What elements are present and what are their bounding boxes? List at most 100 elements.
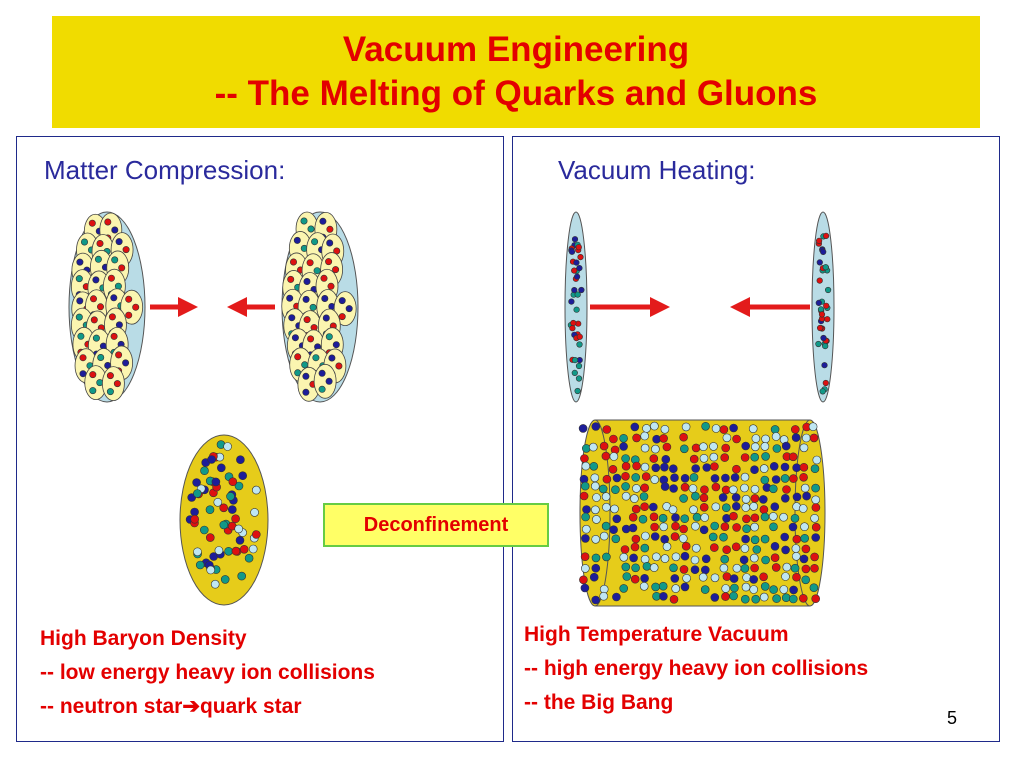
quark-dot xyxy=(700,565,710,575)
quark-dot xyxy=(801,575,811,585)
quark-dot xyxy=(710,593,720,602)
quark-dot xyxy=(824,316,831,323)
quark-dot xyxy=(125,295,133,303)
quark-dot xyxy=(660,554,670,563)
nucleus-left xyxy=(68,211,146,403)
quark-dot xyxy=(338,297,346,305)
quark-dot xyxy=(659,591,668,601)
quark-dot xyxy=(759,464,769,473)
quark-dot xyxy=(799,462,809,472)
quark-dot xyxy=(301,361,309,369)
quark-dot xyxy=(571,357,579,364)
quark-dot xyxy=(569,325,576,332)
quark-dot xyxy=(722,545,732,555)
quark-dot xyxy=(76,258,84,266)
quark-dot xyxy=(236,455,245,465)
quark-dot xyxy=(750,522,759,532)
quark-dot xyxy=(679,565,689,574)
quark-dot xyxy=(591,563,601,573)
quark-dot xyxy=(590,481,600,491)
quark-dot xyxy=(106,388,114,396)
quark-dot xyxy=(779,585,789,594)
quark-dot xyxy=(750,513,760,523)
quark-dot xyxy=(231,514,240,524)
quark-dot xyxy=(226,492,235,501)
quark-dot xyxy=(742,573,751,582)
quark-dot xyxy=(810,513,819,523)
quark-dot xyxy=(213,497,223,507)
quark-dot xyxy=(650,532,660,541)
high-temperature-vacuum-caption: High Temperature Vacuum -- high energy h… xyxy=(524,618,868,720)
quark-dot xyxy=(751,594,761,604)
quark-dot xyxy=(611,485,620,495)
quark-dot xyxy=(820,248,827,255)
quark-dot xyxy=(598,484,608,494)
quark-dot xyxy=(669,563,678,573)
quark-dot xyxy=(808,422,818,432)
quark-dot xyxy=(576,333,583,340)
quark-dot xyxy=(729,511,738,521)
quark-dot xyxy=(125,311,133,319)
quark-dot xyxy=(761,555,770,565)
caption-line: -- high energy heavy ion collisions xyxy=(524,657,869,680)
quark-dot xyxy=(582,505,591,514)
quark-dot xyxy=(591,553,601,563)
quark-dot xyxy=(75,275,83,283)
quark-dot xyxy=(781,441,791,451)
quark-dot xyxy=(302,388,310,396)
quark-dot xyxy=(760,512,770,522)
quark-dot xyxy=(680,482,690,492)
quark-dot xyxy=(621,482,630,491)
quark-dot xyxy=(602,552,611,562)
quark-dot xyxy=(750,442,760,452)
quark-dot xyxy=(574,387,581,395)
quark-dot xyxy=(731,493,741,502)
quark-dot xyxy=(740,564,750,573)
quark-dot xyxy=(670,574,680,583)
quark-dot xyxy=(680,582,690,592)
caption-text: -- neutron star xyxy=(40,695,183,718)
quark-dot xyxy=(701,421,710,431)
quark-dot xyxy=(210,579,220,589)
quark-dot xyxy=(732,563,742,573)
quark-dot xyxy=(648,502,658,512)
quark-dot xyxy=(631,504,641,514)
quark-dot xyxy=(801,564,811,574)
quark-dot xyxy=(688,484,698,493)
quark-dot xyxy=(193,489,202,498)
quark-dot xyxy=(132,303,140,311)
quark-dot xyxy=(759,505,769,514)
quark-dot xyxy=(338,313,346,321)
quark-dot xyxy=(671,513,680,522)
quark-dot xyxy=(780,462,790,472)
quark-dot xyxy=(780,532,790,542)
quark-dot xyxy=(77,332,85,340)
quark-dot xyxy=(699,525,709,535)
quark-dot xyxy=(750,563,759,573)
quark-dot xyxy=(768,512,778,521)
quark-dot xyxy=(800,483,810,493)
quark-dot xyxy=(237,571,246,581)
quark-dot xyxy=(682,573,691,583)
quark-dot xyxy=(327,282,335,290)
quark-dot xyxy=(571,287,578,294)
quark-dot xyxy=(780,474,790,483)
quark-dot xyxy=(580,583,590,593)
quark-dot xyxy=(823,302,830,309)
quark-dot xyxy=(610,504,619,514)
quark-dot xyxy=(822,379,829,387)
quark-dot xyxy=(809,433,819,443)
caption-line: High Baryon Density xyxy=(40,627,247,650)
quark-dot xyxy=(670,473,679,483)
quark-dot xyxy=(750,494,760,503)
quark-dot xyxy=(679,494,688,503)
quark-dot xyxy=(612,592,621,602)
quark-dot xyxy=(649,563,659,572)
quark-dot xyxy=(771,475,781,484)
quark-dot xyxy=(702,463,712,472)
quark-dot xyxy=(691,443,701,453)
quark-dot xyxy=(791,551,801,561)
quark-dot xyxy=(661,454,671,464)
quark-dot xyxy=(106,372,114,380)
